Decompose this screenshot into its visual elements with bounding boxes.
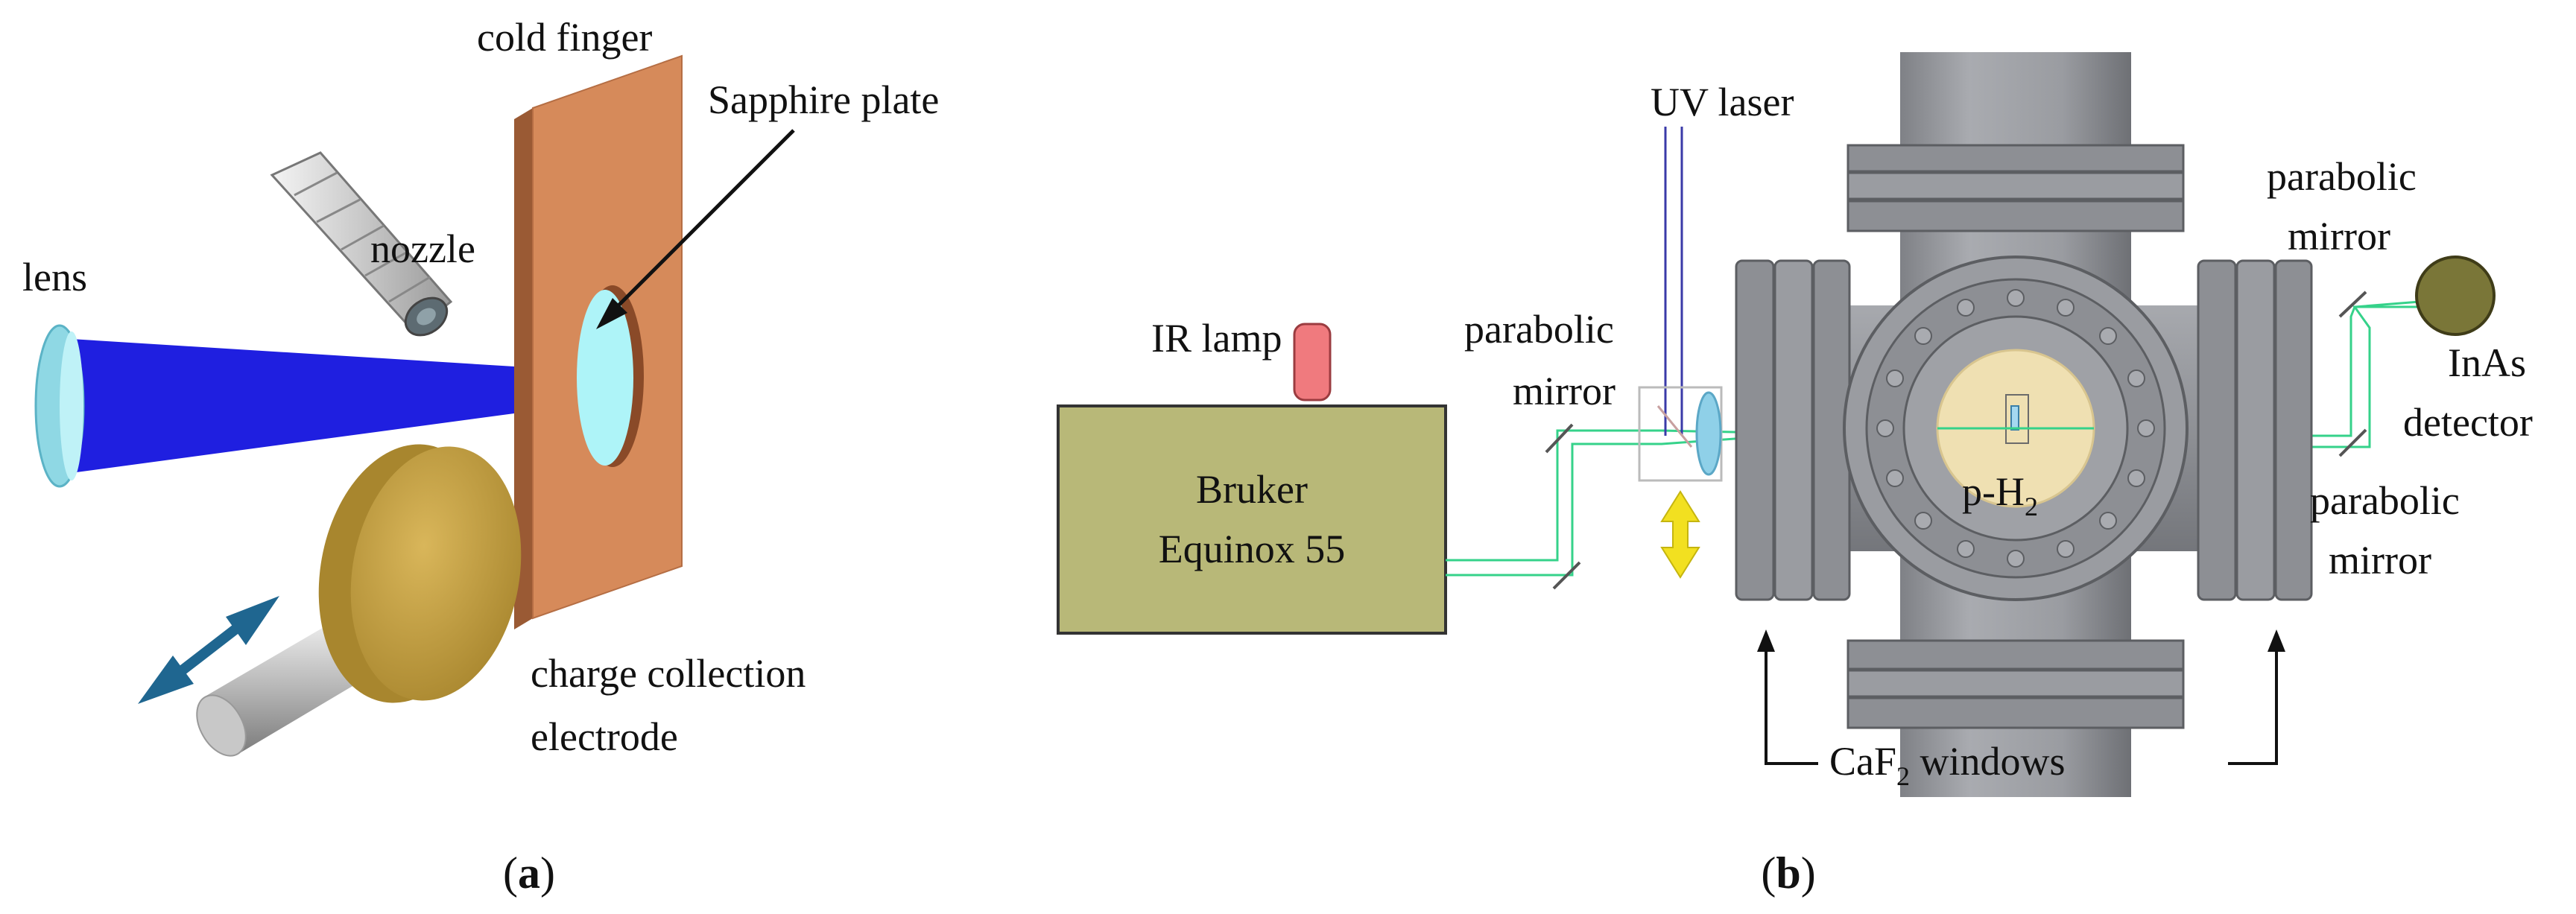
parabolic-mirror-left-label-1: parabolic <box>1464 307 1614 352</box>
ir-lamp-icon <box>1293 323 1332 402</box>
caption-a: (a) <box>503 848 555 898</box>
parabolic-mirror-top-label-2: mirror <box>2288 214 2390 258</box>
sample-substrate <box>2010 405 2019 431</box>
caf2-windows-label: CaF2 windows <box>1829 739 2066 791</box>
laser-beam-cone <box>71 339 514 473</box>
parabolic-mirror-bottom-label-2: mirror <box>2329 538 2431 583</box>
windows-arrow-right <box>2268 629 2285 652</box>
parabolic-mirror-right-upper <box>2338 291 2367 318</box>
windows-bracket <box>1765 648 2278 765</box>
parabolic-mirror-left-upper <box>1545 423 1574 454</box>
nozzle-label: nozzle <box>370 226 475 271</box>
parabolic-mirror-bottom-label-1: parabolic <box>2310 478 2460 523</box>
uv-laser-label: UV laser <box>1651 80 1794 124</box>
windows-arrow-left <box>1757 629 1775 652</box>
sapphire-plate-label: Sapphire plate <box>708 77 939 122</box>
sample-holder <box>2005 394 2029 444</box>
spectrometer-label-line2: Equinox 55 <box>1159 527 1346 571</box>
uv-laser-beam <box>1664 127 1683 436</box>
inas-detector-icon <box>2415 256 2496 336</box>
panel-a: lens nozzle cold finger Sapphire plate <box>22 15 939 898</box>
translation-arrow-icon <box>1660 490 1700 579</box>
sapphire-plate-icon <box>577 285 644 467</box>
caption-b: (b) <box>1761 848 1815 898</box>
detector-label-line1: InAs <box>2448 340 2526 385</box>
parabolic-mirror-left-lower <box>1552 561 1581 590</box>
electrode-label-line2: electrode <box>531 714 678 759</box>
lens-label: lens <box>22 255 87 299</box>
flange-bolts <box>1876 289 2155 568</box>
parabolic-mirror-left-label-2: mirror <box>1513 369 1615 413</box>
spectrometer-box <box>1057 404 1447 635</box>
parabolic-mirror-top-label-1: parabolic <box>2267 154 2417 199</box>
detector-label-line2: detector <box>2403 400 2533 445</box>
sapphire-pointer-arrow <box>606 129 795 318</box>
ir-lamp-label: IR lamp <box>1151 316 1282 361</box>
electrode-label-line1: charge collection <box>531 651 806 696</box>
nozzle-icon <box>270 151 453 337</box>
electrode-motion-arrow <box>138 596 279 704</box>
panel-b: Bruker Equinox 55 IR lamp parabolic mirr… <box>1057 52 2533 898</box>
parabolic-mirror-right-lower <box>2338 428 2367 457</box>
sapphire-pointer-arrowhead <box>596 298 627 329</box>
sample-label: p-H2 <box>1962 469 2038 521</box>
focusing-lens-icon <box>1695 391 1722 476</box>
spectrometer-label-line1: Bruker <box>1196 467 1308 512</box>
electrode-icon <box>196 444 522 757</box>
lens-icon <box>34 324 85 488</box>
cold-finger-label: cold finger <box>477 15 652 60</box>
